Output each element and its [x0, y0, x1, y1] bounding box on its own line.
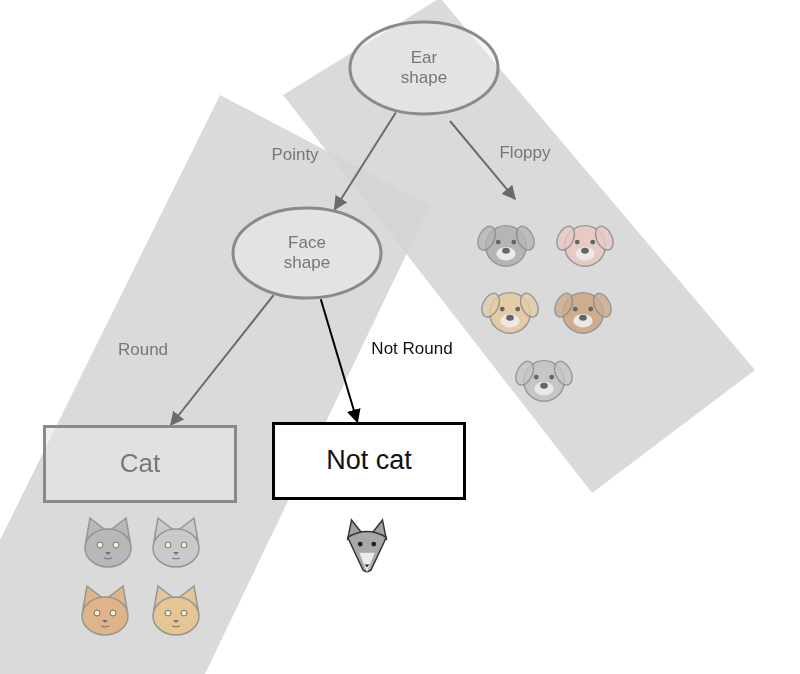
ellipse-shape [350, 22, 498, 114]
leaf-box: Cat [43, 425, 237, 503]
leaf-box: Not cat [272, 422, 466, 500]
branch-arrow [335, 113, 396, 210]
branch-label: Pointy [271, 145, 318, 165]
branch-label: Round [118, 340, 168, 360]
branch-label: Floppy [499, 143, 550, 163]
ellipse-shape [233, 208, 381, 298]
node-text: Ear shape [389, 48, 459, 87]
branch-arrow [171, 295, 274, 425]
decision-ellipse: Ear shape [348, 20, 500, 116]
decision-ellipse: Face shape [231, 206, 383, 300]
node-text: Not cat [326, 445, 412, 476]
node-text: Cat [120, 449, 160, 479]
branch-arrow [321, 299, 358, 422]
branch-label: Not Round [371, 339, 452, 359]
node-text: Face shape [272, 233, 342, 272]
